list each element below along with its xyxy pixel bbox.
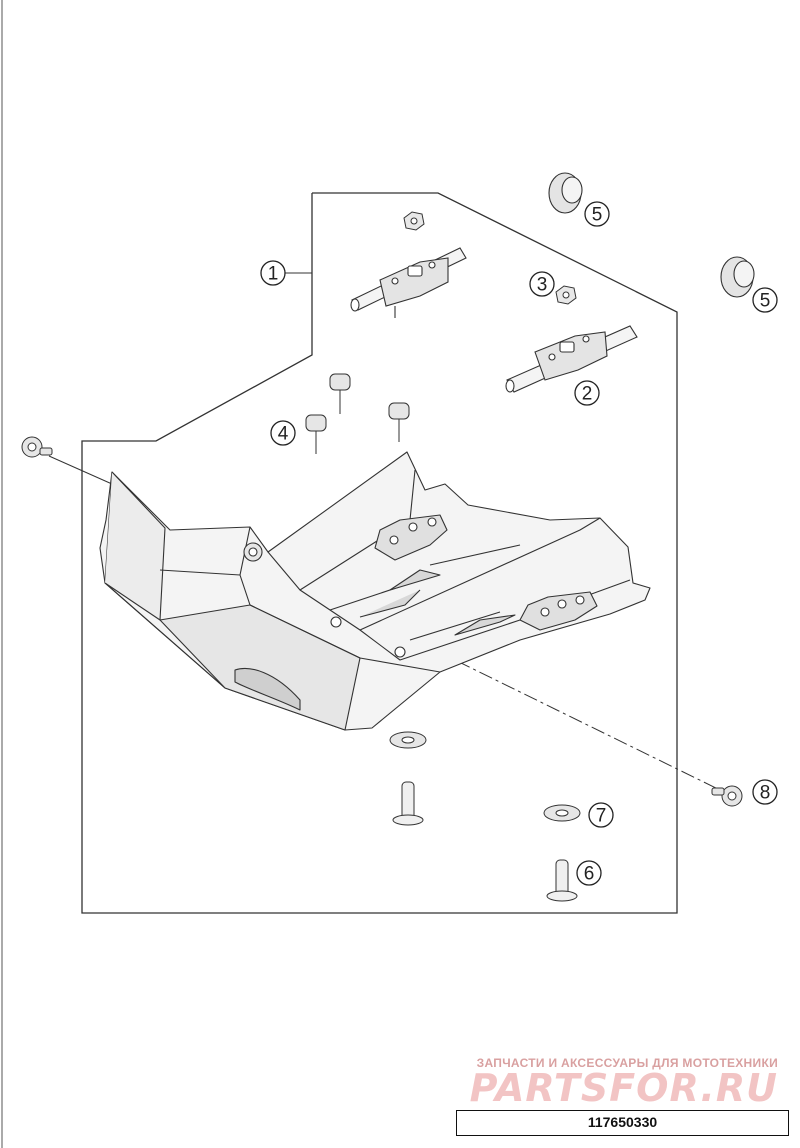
nut-upper bbox=[403, 211, 425, 231]
callout-5b-label: 5 bbox=[760, 291, 771, 312]
watermark-logo: PARTSFOR.RU bbox=[469, 1066, 778, 1110]
callouts: 1 2 3 4 5 5 6 7 bbox=[260, 201, 778, 886]
assembly-outline bbox=[81, 192, 678, 914]
callout-8-label: 8 bbox=[760, 783, 771, 804]
callout-8: 8 bbox=[752, 779, 778, 805]
callout-2: 2 bbox=[574, 380, 600, 406]
skid-plate bbox=[99, 451, 651, 731]
mounting-bracket-lower bbox=[505, 325, 638, 393]
callout-2-label: 2 bbox=[582, 384, 593, 405]
mounting-bracket-upper bbox=[350, 247, 467, 318]
callout-4: 4 bbox=[270, 420, 296, 446]
callout-5a-label: 5 bbox=[592, 205, 603, 226]
callout-1: 1 bbox=[260, 260, 286, 286]
part-number-box: 117650330 bbox=[456, 1110, 789, 1136]
washers bbox=[389, 731, 581, 822]
callout-7-label: 7 bbox=[596, 806, 607, 827]
nut-lower bbox=[555, 285, 577, 305]
part-number: 117650330 bbox=[587, 1114, 658, 1130]
callout-5b: 5 bbox=[752, 287, 778, 313]
grommets bbox=[548, 172, 755, 298]
screws bbox=[21, 436, 743, 807]
callout-1-label: 1 bbox=[268, 264, 279, 285]
callout-5a: 5 bbox=[584, 201, 610, 227]
callout-4-label: 4 bbox=[278, 424, 289, 445]
rubber-buffers bbox=[305, 373, 410, 454]
callout-3-label: 3 bbox=[537, 275, 548, 296]
callout-7: 7 bbox=[588, 802, 614, 828]
callout-6-label: 6 bbox=[584, 864, 595, 885]
callout-3: 3 bbox=[529, 271, 555, 297]
bolts bbox=[392, 781, 578, 902]
watermark-tagline: ЗАПЧАСТИ И АКСЕССУАРЫ ДЛЯ МОТОТЕХНИКИ bbox=[476, 1056, 778, 1070]
callout-6: 6 bbox=[576, 860, 602, 886]
